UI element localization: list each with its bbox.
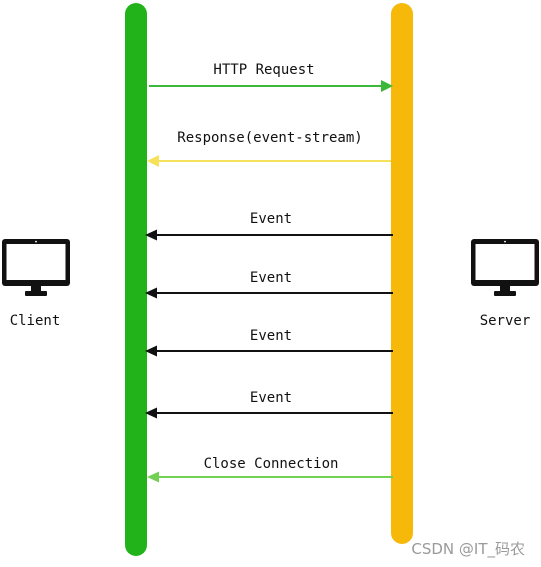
- client-node: Client: [2, 239, 70, 329]
- message-label-close-connection: Close Connection: [204, 456, 339, 472]
- message-label-response: Response(event-stream): [177, 130, 362, 146]
- message-event-1: Event: [145, 211, 393, 241]
- message-label-event-4: Event: [250, 390, 292, 406]
- arrowhead-event-2: [145, 287, 157, 299]
- message-label-event-3: Event: [250, 328, 292, 344]
- message-http-request: HTTP Request: [149, 62, 393, 92]
- monitor-icon: [2, 239, 70, 296]
- arrowhead-close-connection: [147, 471, 159, 483]
- arrowhead-response: [147, 155, 159, 167]
- message-event-4: Event: [145, 390, 393, 419]
- message-close-connection: Close Connection: [147, 456, 393, 483]
- server-node: Server: [471, 239, 539, 329]
- message-label-http-request: HTTP Request: [213, 62, 314, 78]
- message-event-3: Event: [145, 328, 393, 357]
- message-label-event-2: Event: [250, 270, 292, 286]
- message-event-2: Event: [145, 270, 393, 299]
- client-label: Client: [10, 313, 61, 329]
- message-label-event-1: Event: [250, 211, 292, 227]
- watermark-text: CSDN @IT_码农: [411, 540, 525, 559]
- server-lifeline: [391, 3, 413, 544]
- client-lifeline: [125, 3, 147, 556]
- message-response-event-stream: Response(event-stream): [147, 130, 391, 167]
- arrowhead-event-4: [145, 407, 157, 419]
- arrowhead-event-3: [145, 345, 157, 357]
- monitor-icon: [471, 239, 539, 296]
- server-label: Server: [480, 313, 531, 329]
- arrowhead-http-request: [381, 80, 393, 92]
- arrowhead-event-1: [145, 229, 157, 241]
